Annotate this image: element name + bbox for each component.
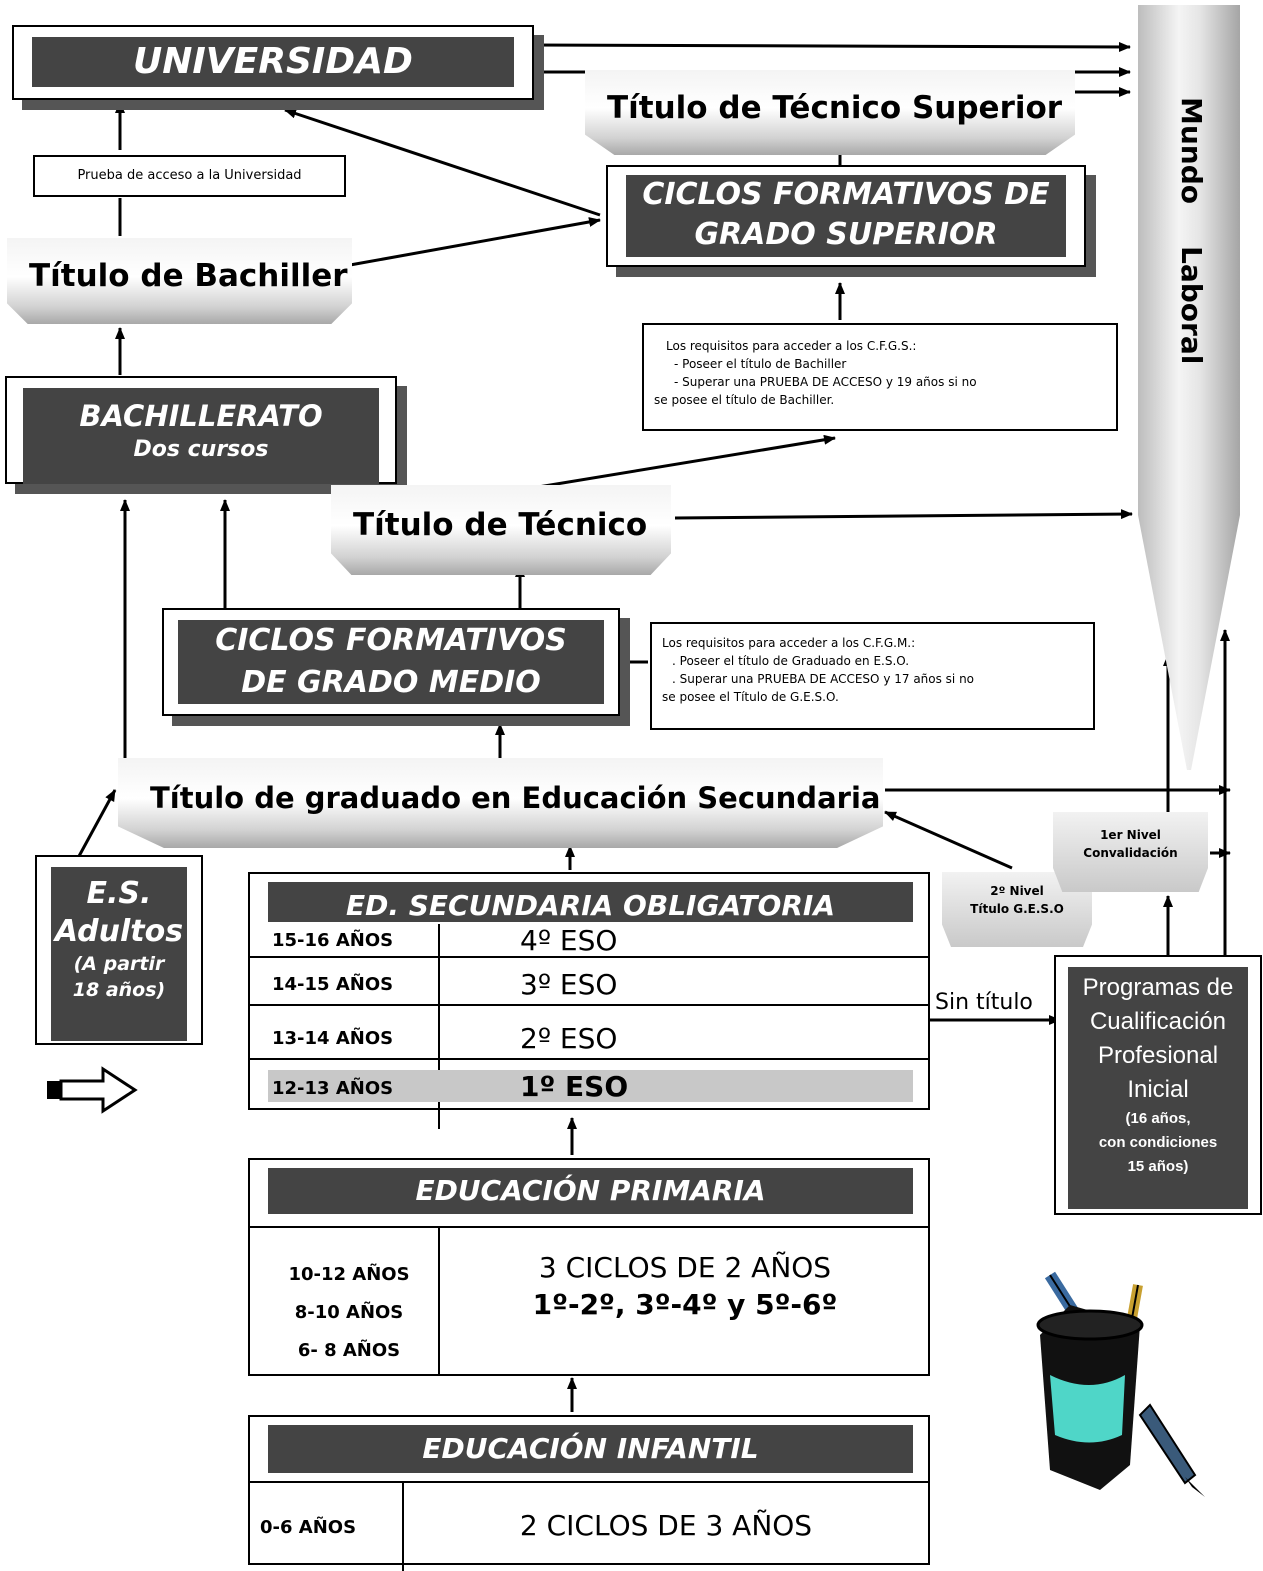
eso-row-course: 1º ESO (520, 1070, 629, 1103)
pcpi-l6: con condiciones (1098, 1134, 1218, 1151)
cfgs-box: CICLOS FORMATIVOS DE GRADO SUPERIOR (606, 165, 1086, 267)
cfgm-title-block: CICLOS FORMATIVOS DE GRADO MEDIO (178, 620, 604, 704)
pcpi-l4: Inicial (1127, 1076, 1189, 1103)
adultos-l3: (A partir (73, 953, 165, 975)
infantil-title: EDUCACIÓN INFANTIL (268, 1425, 913, 1473)
bachillerato-title: BACHILLERATO (79, 399, 323, 433)
pencil-cup-icon (1036, 1271, 1205, 1497)
titulo-tecnico-superior: Título de Técnico Superior (585, 70, 1075, 155)
req-cfgs-item3: se posee el título de Bachiller. (654, 393, 835, 407)
pcpi-l5: (16 años, (1125, 1110, 1191, 1127)
sin-titulo-label: Sin título (935, 990, 1033, 1015)
eso-row-ages: 12-13 AÑOS (272, 1078, 394, 1099)
cfgs-title-block: CICLOS FORMATIVOS DE GRADO SUPERIOR (626, 175, 1066, 257)
bachillerato-title-block: BACHILLERATO Dos cursos (23, 388, 379, 484)
eso-row-ages: 14-15 AÑOS (272, 974, 394, 995)
primaria-desc2: 1º-2º, 3º-4º y 5º-6º (532, 1288, 838, 1321)
infantil-table: EDUCACIÓN INFANTIL 0-6 AÑOS 2 CICLOS DE … (248, 1415, 930, 1571)
pcpi-l7: 15 años) (1127, 1158, 1189, 1175)
req-cfgm-note: Los requisitos para acceder a los C.F.G.… (650, 622, 1095, 730)
nivel2-l2: Título G.E.S.O (970, 902, 1064, 916)
eso-row-line-2 (250, 1004, 930, 1006)
eso-row-course: 2º ESO (520, 1022, 618, 1055)
infantil-ages: 0-6 AÑOS (260, 1517, 357, 1538)
req-cfgm-item3: se posee el Título de G.E.S.O. (662, 690, 839, 704)
adultos-l2: Adultos (54, 914, 184, 949)
hollow-arrow-icon (47, 1066, 138, 1114)
primaria-hline (250, 1226, 930, 1228)
titulo-tecnico-superior-label: Título de Técnico Superior (607, 89, 1063, 126)
req-cfgs-item1: - Poseer el título de Bachiller (674, 357, 847, 371)
req-cfgm-intro: Los requisitos para acceder a los C.F.G.… (662, 636, 916, 650)
titulo-graduado-label: Título de graduado en Educación Secundar… (150, 781, 881, 815)
primaria-desc: 3 CICLOS DE 2 AÑOS 1º-2º, 3º-4º y 5º-6º (440, 1248, 930, 1322)
req-cfgs-item2: - Superar una PRUEBA DE ACCESO y 19 años… (674, 375, 977, 389)
primaria-ages1: 10-12 AÑOS (288, 1264, 410, 1285)
req-cfgs-intro: Los requisitos para acceder a los C.F.G.… (666, 339, 917, 353)
adultos-l4: 18 años) (72, 979, 166, 1001)
titulo-graduado: Título de graduado en Educación Secundar… (118, 758, 883, 848)
pcpi-box: Programas de Cualificación Profesional I… (1054, 955, 1262, 1215)
titulo-tecnico-label: Título de Técnico (353, 507, 648, 543)
pcpi-l3: Profesional (1097, 1042, 1219, 1069)
eso-title: ED. SECUNDARIA OBLIGATORIA (268, 882, 913, 922)
cfgs-line1: CICLOS FORMATIVOS DE (642, 177, 1050, 212)
bachillerato-box: BACHILLERATO Dos cursos (5, 376, 397, 484)
pencil-body (1138, 5, 1240, 515)
nivel2-l1: 2º Nivel (990, 884, 1044, 898)
adultos-block: E.S. Adultos (A partir 18 años) (51, 867, 187, 1041)
eso-row-course: 3º ESO (520, 968, 618, 1001)
primaria-vline (438, 1226, 440, 1376)
universidad-title: UNIVERSIDAD (32, 37, 514, 87)
req-cfgm-item1: . Poseer el título de Graduado en E.S.O. (672, 654, 910, 668)
infantil-vline (402, 1481, 404, 1571)
laboral-word: Laboral (1175, 246, 1208, 365)
infantil-hline (250, 1481, 930, 1483)
primaria-ages: 10-12 AÑOS 8-10 AÑOS 6- 8 AÑOS (264, 1256, 434, 1370)
bachillerato-sub: Dos cursos (133, 437, 269, 462)
req-cfgm-item2: . Superar una PRUEBA DE ACCESO y 17 años… (672, 672, 975, 686)
primaria-ages3: 6- 8 AÑOS (297, 1340, 401, 1361)
titulo-tecnico: Título de Técnico (331, 485, 671, 575)
req-cfgs-note: Los requisitos para acceder a los C.F.G.… (642, 323, 1118, 431)
eso-row-course: 4º ESO (520, 924, 618, 957)
titulo-bachiller: Título de Bachiller (7, 238, 352, 324)
prueba-acceso-label: Prueba de acceso a la Universidad (33, 155, 346, 197)
universidad-box: UNIVERSIDAD (12, 25, 534, 100)
eso-row-ages: 15-16 AÑOS (272, 930, 394, 951)
pcpi-l2: Cualificación (1089, 1008, 1227, 1035)
pcpi-block: Programas de Cualificación Profesional I… (1068, 967, 1248, 1209)
eso-row-line-3 (250, 1058, 930, 1060)
cfgm-line1: CICLOS FORMATIVOS (215, 623, 567, 658)
cfgm-box: CICLOS FORMATIVOS DE GRADO MEDIO (162, 608, 620, 716)
primaria-ages2: 8-10 AÑOS (294, 1302, 404, 1323)
nivel1-label: 1er Nivel Convalidación (1053, 812, 1208, 892)
primaria-desc1: 3 CICLOS DE 2 AÑOS (538, 1251, 832, 1284)
infantil-desc: 2 CICLOS DE 3 AÑOS (519, 1509, 813, 1542)
primaria-table: EDUCACIÓN PRIMARIA 10-12 AÑOS 8-10 AÑOS … (248, 1158, 930, 1376)
nivel1-l2: Convalidación (1083, 846, 1178, 860)
cfgs-line2: GRADO SUPERIOR (694, 217, 998, 252)
mundo-word: Mundo (1175, 97, 1208, 205)
pcpi-l1: Programas de (1082, 974, 1234, 1001)
nivel1-l1: 1er Nivel (1100, 828, 1161, 842)
adultos-l1: E.S. (86, 876, 152, 911)
eso-row-line-1 (250, 956, 930, 958)
cfgm-line2: DE GRADO MEDIO (241, 665, 541, 700)
eso-divider (438, 924, 440, 1129)
adultos-box: E.S. Adultos (A partir 18 años) (35, 855, 203, 1045)
titulo-bachiller-label: Título de Bachiller (29, 258, 348, 294)
eso-table: ED. SECUNDARIA OBLIGATORIA 15-16 AÑOS 4º… (248, 872, 930, 1129)
mundo-laboral-text: MundoLaboral (1175, 97, 1208, 364)
primaria-title: EDUCACIÓN PRIMARIA (268, 1168, 913, 1214)
pencil-tip (1138, 515, 1240, 770)
eso-row-highlight (268, 1070, 913, 1102)
eso-row-ages: 13-14 AÑOS (272, 1028, 394, 1049)
mundo-laboral-pencil: MundoLaboral (1138, 5, 1240, 770)
